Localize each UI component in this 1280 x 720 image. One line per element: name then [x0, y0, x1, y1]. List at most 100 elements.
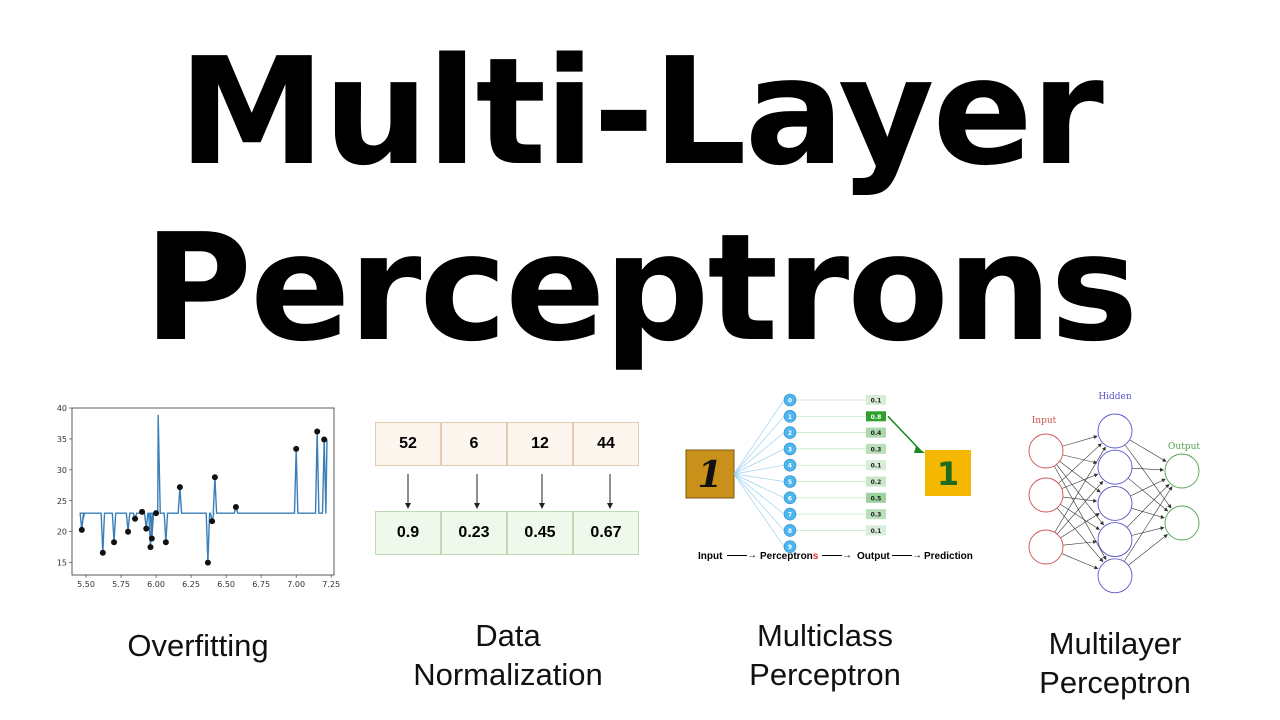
- data-point: [293, 445, 300, 452]
- network-node: [1028, 477, 1064, 513]
- data-point: [232, 503, 239, 510]
- network-edge: [1062, 496, 1097, 502]
- normalized-value-cell: 0.45: [507, 511, 573, 555]
- prediction-box: [925, 450, 971, 496]
- network-edge: [1056, 507, 1103, 562]
- network-edge-arrowhead: [1159, 467, 1165, 472]
- network-node: [1028, 529, 1064, 565]
- perceptron-node: [783, 507, 797, 521]
- data-point: [78, 526, 85, 533]
- network-edge: [1054, 447, 1106, 533]
- network-edge-arrowhead: [1161, 478, 1166, 483]
- network-edge-arrowhead: [1097, 443, 1102, 448]
- output-score-box: [866, 395, 886, 405]
- network-edge-arrowhead: [1163, 534, 1168, 539]
- perceptron-node: [783, 409, 797, 423]
- perceptron-node-label: 1: [788, 414, 792, 421]
- output-score-box: [866, 460, 886, 471]
- prediction-arrow: [887, 415, 921, 451]
- flow-perceptrons-label: Perceptrons: [760, 551, 818, 562]
- normalization-caption: Data Normalization: [388, 616, 628, 694]
- network-edge: [1124, 444, 1172, 508]
- raw-values-row: 52 6 12 44: [375, 422, 639, 466]
- output-score-label: 0.1: [871, 463, 882, 470]
- network-edge: [1060, 513, 1100, 539]
- network-edge-arrowhead: [1095, 525, 1100, 530]
- x-tick-label: 5.75: [112, 580, 130, 589]
- flow-perceptrons-prefix: Perceptron: [760, 551, 813, 562]
- input-connection: [733, 473, 785, 499]
- data-point: [204, 559, 211, 566]
- network-edge-arrowhead: [1102, 555, 1107, 561]
- perceptron-node-label: 2: [788, 430, 792, 437]
- x-tick-label: 6.00: [147, 580, 165, 589]
- y-tick-label: 40: [57, 404, 67, 413]
- flow-input-label: Input: [698, 551, 723, 562]
- network-edge: [1062, 436, 1097, 447]
- title-line-1: Multi-Layer: [178, 26, 1104, 198]
- network-edge: [1058, 443, 1102, 484]
- flow-output-label: Output: [857, 551, 890, 562]
- flow-arrow: ——→: [822, 550, 852, 561]
- network-edge-arrowhead: [1093, 473, 1099, 478]
- network-edge: [1123, 486, 1173, 562]
- input-connection: [733, 448, 785, 475]
- network-node: [1097, 413, 1133, 449]
- x-tick-label: 7.25: [322, 580, 340, 589]
- y-tick-label: 25: [57, 497, 67, 506]
- network-edge: [1062, 541, 1097, 546]
- network-edge: [1131, 467, 1164, 471]
- perceptron-node: [783, 393, 797, 407]
- output-layer-label: Output: [1168, 442, 1200, 452]
- network-edge-arrowhead: [1095, 513, 1100, 517]
- output-score-box: [866, 427, 886, 438]
- data-point: [153, 510, 160, 517]
- network-edge: [1126, 484, 1169, 528]
- prediction-digit: 1: [937, 455, 959, 493]
- network-edge-arrowhead: [1093, 460, 1098, 465]
- input-connection: [733, 473, 785, 531]
- perceptron-node-label: 3: [788, 446, 792, 453]
- perceptron-node: [783, 458, 797, 472]
- network-node: [1097, 485, 1133, 521]
- perceptron-node: [783, 426, 797, 439]
- raw-value-cell: 44: [573, 422, 639, 466]
- network-edge-arrowhead: [1162, 458, 1167, 462]
- hidden-layer-label: Hidden: [1098, 392, 1132, 402]
- data-point: [125, 528, 132, 535]
- normalized-values-row: 0.9 0.23 0.45 0.67: [375, 511, 639, 555]
- data-point: [148, 535, 155, 542]
- input-connection: [733, 473, 785, 482]
- network-edge-arrowhead: [1160, 526, 1165, 531]
- y-tick-label: 30: [57, 466, 67, 475]
- input-connection: [733, 473, 785, 515]
- input-connection: [733, 399, 785, 475]
- network-edge: [1128, 534, 1168, 566]
- network-edge: [1129, 439, 1166, 462]
- network-edge-arrowhead: [1165, 483, 1170, 489]
- y-tick-label: 20: [57, 528, 67, 537]
- prediction-arrowhead: [914, 446, 925, 453]
- network-edge: [1127, 477, 1168, 512]
- output-score-label: 0.8: [871, 414, 882, 421]
- network-edge: [1061, 553, 1098, 569]
- perceptron-node: [783, 524, 797, 537]
- input-layer-label: Input: [1032, 416, 1057, 426]
- output-score-box: [866, 492, 886, 503]
- y-tick-label: 35: [57, 435, 67, 444]
- raw-value-cell: 6: [441, 422, 507, 466]
- x-tick-label: 6.25: [182, 580, 200, 589]
- network-edge: [1130, 479, 1166, 497]
- output-score-box: [866, 525, 886, 536]
- input-digit: 1: [697, 454, 722, 496]
- multiclass-caption-line2: Perceptron: [749, 657, 901, 692]
- multiclass-caption-line1: Multiclass: [756, 618, 894, 653]
- flow-perceptrons-suffix: s: [812, 551, 819, 562]
- data-point: [99, 549, 106, 556]
- output-score-label: 0.3: [871, 446, 882, 453]
- network-edge: [1059, 461, 1101, 493]
- data-point: [321, 436, 328, 443]
- output-score-box: [866, 509, 886, 520]
- network-edge-arrowhead: [1093, 435, 1098, 440]
- perceptron-node: [783, 442, 797, 456]
